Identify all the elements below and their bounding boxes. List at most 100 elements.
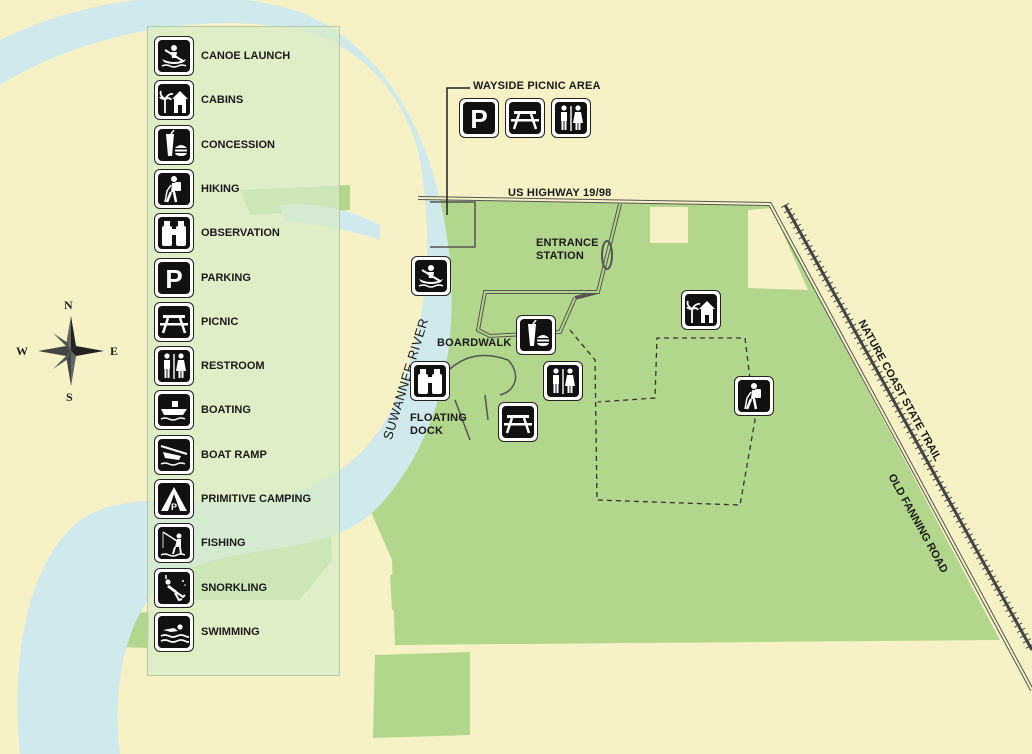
legend-icon-box — [154, 301, 194, 342]
boardwalk-path — [431, 354, 517, 396]
legend-item: P PARKING — [154, 257, 251, 299]
legend-item: PICNIC — [154, 301, 238, 343]
restroom-marker — [543, 361, 583, 401]
entrance-road-inner — [476, 203, 621, 338]
observation-marker — [410, 361, 450, 401]
restroom-icon — [547, 365, 579, 397]
snorkel-icon — [158, 571, 190, 604]
legend-icon-box — [154, 434, 194, 475]
compass-south: S — [66, 390, 73, 404]
legend-icon-box — [154, 213, 194, 254]
floating-dock-label-1: FLOATING — [410, 412, 467, 424]
svg-text:P: P — [171, 502, 177, 512]
park-land-southcenter — [390, 570, 440, 610]
canoe-icon — [415, 260, 447, 292]
legend-item: OBSERVATION — [154, 212, 280, 254]
compass-rose: N S W E — [16, 298, 118, 404]
legend-label: PRIMITIVE CAMPING — [201, 493, 312, 505]
highway-label: US HIGHWAY 19/98 — [508, 187, 612, 199]
compass-east: E — [110, 344, 119, 358]
legend-item: SWIMMING — [154, 611, 260, 653]
legend-item: CANOE LAUNCH — [154, 35, 290, 77]
cabin-icon — [685, 294, 717, 326]
tent-icon: P — [158, 483, 190, 515]
legend-icon-box: P — [154, 257, 194, 298]
clearing-north — [650, 207, 688, 243]
binoculars-icon — [414, 365, 446, 397]
wayside-restroom-marker — [551, 98, 591, 138]
legend-item: HIKING — [154, 168, 240, 210]
boardwalk-label: BOARDWALK — [437, 337, 512, 349]
highway-inner — [417, 197, 1032, 691]
park-land-south — [373, 652, 470, 738]
wayside-label: WAYSIDE PICNIC AREA — [473, 80, 601, 92]
legend-item: BOATING — [154, 389, 251, 431]
canoe-launch-marker — [411, 256, 451, 296]
fishing-icon — [158, 527, 190, 560]
legend-label: OBSERVATION — [201, 227, 280, 240]
hiker-icon — [738, 380, 770, 412]
entrance-label-2: STATION — [536, 250, 585, 262]
entrance-label-1: ENTRANCE — [536, 237, 599, 249]
svg-text:P: P — [470, 104, 487, 133]
legend-item: FISHING — [154, 522, 246, 564]
concession-icon — [158, 128, 190, 161]
legend-icon-box — [154, 611, 194, 652]
park-land — [368, 200, 1000, 645]
hiker-icon — [158, 172, 190, 205]
wayside-leader — [446, 87, 470, 215]
wayside-area — [430, 201, 476, 248]
legend-icon-box — [154, 390, 194, 431]
legend-icon-box — [154, 523, 194, 564]
legend-label: CONCESSION — [201, 138, 275, 151]
wayside-picnic-marker — [505, 98, 545, 138]
legend-icon-box — [154, 80, 194, 121]
suwannee-river — [0, 0, 452, 754]
picnic-table-icon — [158, 305, 190, 338]
picnic-table-icon — [502, 406, 534, 438]
svg-text:P: P — [165, 264, 182, 293]
legend-label: RESTROOM — [201, 360, 265, 373]
legend-label: PARKING — [201, 271, 251, 284]
legend-label: FISHING — [201, 537, 246, 550]
legend-label: SWIMMING — [201, 625, 260, 638]
legend-item: CONCESSION — [154, 124, 275, 166]
cabins-marker — [681, 290, 721, 330]
restroom-icon — [555, 102, 587, 134]
legend-item: RESTROOM — [154, 345, 265, 387]
legend-icon-box — [154, 36, 194, 76]
legend-label: CANOE LAUNCH — [201, 50, 291, 62]
legend-label: PICNIC — [201, 315, 239, 328]
canoe-icon — [158, 40, 190, 72]
legend-label: HIKING — [201, 182, 240, 195]
legend-label: CABINS — [201, 94, 244, 107]
wayside-parking-marker: P — [459, 98, 499, 138]
legend-item: P PRIMITIVE CAMPING — [154, 478, 311, 520]
restroom-icon — [158, 350, 190, 383]
rail-trail-ties — [781, 202, 1032, 653]
entrance-loop — [601, 240, 613, 270]
legend-item: BOAT RAMP — [154, 434, 267, 476]
legend-item: CABINS — [154, 79, 243, 121]
cabin-icon — [158, 84, 190, 117]
hiking-trail — [569, 329, 756, 506]
boat-ramp-icon — [158, 438, 190, 471]
concession-marker — [516, 315, 556, 355]
floating-dock-label-2: DOCK — [410, 425, 444, 437]
legend-icon-box — [154, 346, 194, 387]
hiking-marker — [734, 376, 774, 416]
compass-north: N — [64, 298, 73, 312]
swimmer-icon — [158, 615, 190, 648]
picnic-table-icon — [509, 102, 541, 134]
legend-icon-box — [154, 567, 194, 608]
compass-west: W — [16, 344, 28, 358]
legend-label: BOATING — [201, 404, 251, 417]
binoculars-icon — [158, 217, 190, 250]
concession-icon — [520, 319, 552, 351]
parking-icon: P — [463, 102, 495, 134]
legend-label: BOAT RAMP — [201, 448, 267, 461]
clearing-northeast — [748, 208, 808, 290]
boardwalk-path-2 — [454, 394, 489, 441]
legend-panel: CANOE LAUNCH CABINS CONCESSION HIKING OBSERV… — [147, 26, 340, 676]
